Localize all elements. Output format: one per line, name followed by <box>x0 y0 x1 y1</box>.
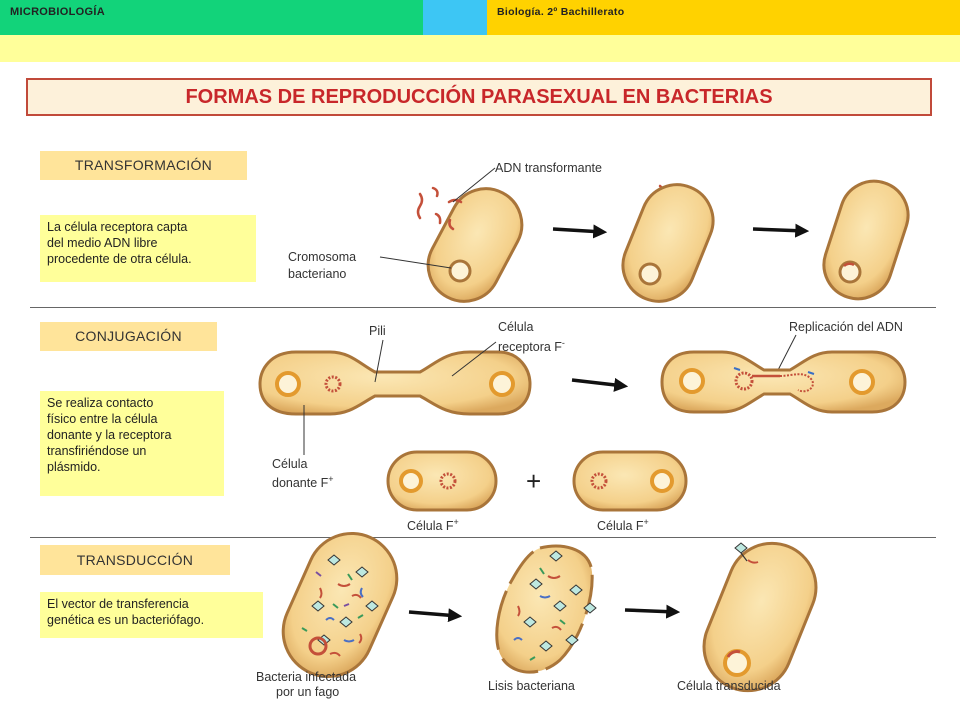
desc-line: El vector de transferencia <box>47 597 189 611</box>
label-celula-receptora: Célula <box>498 320 533 334</box>
arrow <box>752 223 810 238</box>
desc-line: plásmido. <box>47 460 101 474</box>
desc-conjugacion: Se realiza contacto físico entre la célu… <box>40 391 224 496</box>
transformation-cell-1 <box>426 187 524 303</box>
label-celula-f-receptora: Célula F+ <box>597 517 649 533</box>
header-course: Biología. 2º Bachillerato <box>497 6 625 18</box>
arrow <box>552 224 608 239</box>
label-celula-transducida: Célula transducida <box>677 679 781 693</box>
desc-line: procedente de otra célula. <box>47 252 192 266</box>
label-pili: Pili <box>369 324 386 338</box>
header-left-bar <box>0 0 423 35</box>
divider <box>30 307 936 308</box>
tag-conjugacion: CONJUGACIÓN <box>40 322 217 351</box>
tag-transformacion: TRANSFORMACIÓN <box>40 151 247 180</box>
divider <box>30 537 936 538</box>
label-donante-f: donante F+ <box>272 474 334 490</box>
desc-line: donante y la receptora <box>47 428 172 442</box>
label-bacteria-infectada: Bacteria infectada <box>256 670 356 684</box>
desc-transduccion: El vector de transferencia genética es u… <box>40 592 263 638</box>
desc-line: transfiriéndose un <box>47 444 147 458</box>
tag-transduccion: TRANSDUCCIÓN <box>40 545 230 575</box>
label-receptora-f: receptora F- <box>498 338 565 354</box>
desc-transformacion: La célula receptora capta del medio ADN … <box>40 215 256 282</box>
header-right-bar <box>487 0 960 35</box>
desc-line: genética es un bacteriófago. <box>47 613 205 627</box>
arrow <box>624 604 681 619</box>
transformation-cell-2 <box>621 183 715 303</box>
transformation-cell-3 <box>822 179 910 301</box>
page-title: FORMAS DE REPRODUCCIÓN PARASEXUAL EN BAC… <box>26 78 932 116</box>
desc-line: del medio ADN libre <box>47 236 158 250</box>
header-subject: MICROBIOLOGÍA <box>10 6 105 18</box>
replicating-cells <box>660 350 907 414</box>
label-bacteriano: bacteriano <box>288 267 346 281</box>
desc-line: La célula receptora capta <box>47 220 188 234</box>
label-adn-transformante: ADN transformante <box>495 161 602 175</box>
arrow <box>571 377 629 392</box>
desc-line: físico entre la célula <box>47 412 158 426</box>
recipient-cell-result <box>572 450 688 512</box>
label-cromosoma: Cromosoma <box>288 250 356 264</box>
label-por-un-fago: por un fago <box>276 685 339 699</box>
label-lisis-bacteriana: Lisis bacteriana <box>488 679 575 693</box>
infected-bacterium <box>281 532 399 678</box>
desc-line: Se realiza contacto <box>47 396 154 410</box>
header-strip <box>0 35 960 62</box>
header-accent-bar <box>423 0 487 35</box>
conjugating-cells <box>258 350 532 416</box>
transduced-cell <box>702 541 818 693</box>
donor-cell-result <box>386 450 498 512</box>
arrow <box>408 608 463 623</box>
label-celula-f-donante: Célula F+ <box>407 517 459 533</box>
lysed-bacterium <box>495 544 597 674</box>
label-celula-donante: Célula <box>272 457 307 471</box>
label-replicacion-adn: Replicación del ADN <box>789 320 903 334</box>
plus-sign: + <box>526 466 541 496</box>
